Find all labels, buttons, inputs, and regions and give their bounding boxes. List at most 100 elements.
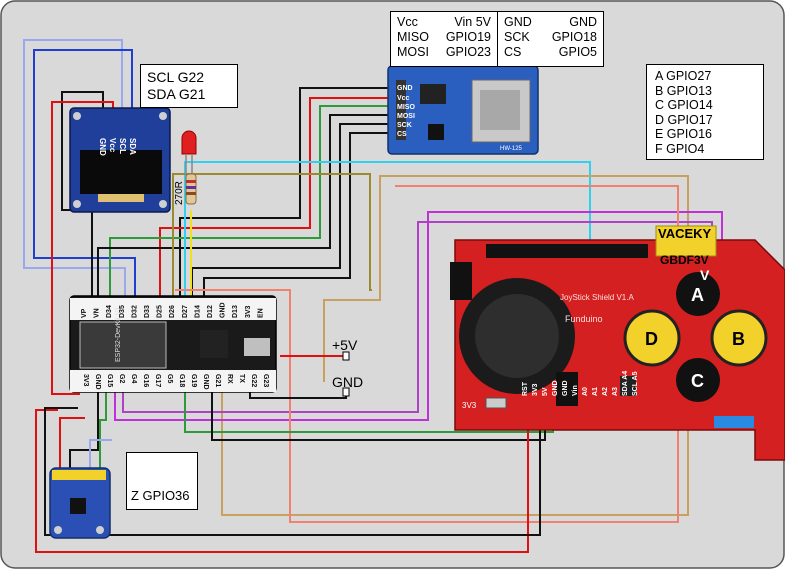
esp32-pin-g21: G21 [214,374,221,387]
oled-sda-label: SDA G21 [147,86,206,102]
esp32-pin-d26: D26 [169,305,176,318]
oled-pin-vcc: Vcc [108,138,117,153]
wire-olive [172,173,372,298]
esp32-pin-d34: D34 [106,305,113,318]
shield-side-header [450,262,472,300]
shield-pin-gnd: GND [562,380,569,396]
button-e-mapping: E GPIO16 [655,127,712,141]
button-d[interactable]: D [623,309,681,367]
sd-pin-sck: SCK [397,122,412,129]
shield-pin-vin: Vin [572,385,579,396]
esp32-pin-d32: D32 [131,305,138,318]
gyro-pinout-box: Z GPIO36 [126,452,198,510]
gyro-module [49,467,111,539]
shield-pin-a3: A3 [612,387,619,396]
esp32-pin-d13: D13 [232,305,239,318]
oled-screen [80,150,162,194]
button-b[interactable]: B [710,309,768,367]
esp32-pin-g5: G5 [166,374,173,383]
sd-pin-cs: CS [397,131,407,138]
sd-pin-vcc: Vcc [397,95,410,102]
sd-pin-gpio: GND [569,15,597,29]
shield-title: JoyStick Shield V1.A [560,293,634,302]
esp32-pin-g16: G16 [142,374,149,387]
shield-pin-rst: RST [522,381,529,396]
wire-scl [23,39,126,298]
esp32-pin-g22: G22 [250,374,257,387]
esp32-pin-g23: G23 [262,374,269,387]
esp32-pin-tx: TX [238,374,245,383]
sd-pin-gpio: GPIO23 [445,45,491,59]
sd-row: GND GND [504,15,597,30]
esp32-pin-d14: D14 [194,305,201,318]
button-c-mapping: C GPIO14 [655,98,713,112]
wire-miso [109,105,388,298]
sd-pin-name: SCK [504,30,530,44]
esp32-pin-d12: D12 [207,305,214,318]
wire-sd-gnd [179,87,388,298]
wire-magenta [114,211,723,421]
esp32-pin-3v3: 3V3 [82,374,89,387]
shield-top-header [486,244,648,258]
oled-display: GND Vcc SCL SDA [69,107,171,213]
sd-pin-mosi: MOSI [397,113,415,120]
esp32-pin-gnd: GND [94,374,101,390]
sd-row: CS GPIO5 [504,45,597,60]
button-a-mapping: A GPIO27 [655,69,712,83]
esp32-pin-g4: G4 [130,374,137,383]
shield-switch[interactable] [485,397,507,409]
shield-pin-gnd: GND [552,380,559,396]
wire-cyan [184,161,591,298]
esp32-pin-en: EN [257,308,264,318]
resistor: 270R [174,173,197,205]
button-b-mapping: B GPIO13 [655,83,712,98]
joystick-knob[interactable] [475,294,559,378]
sd-pin-gpio: GPIO5 [558,45,597,59]
shield-header-label: VACEKY [658,226,712,241]
wire-gyro-gnd [44,407,541,536]
shield-pin-scl-a5: SCL A5 [632,371,639,396]
wire-gyro-black [69,392,99,470]
wire-oled-gnd [61,91,104,298]
wire-salmon [175,185,679,523]
shield-pin-a0: A0 [582,387,589,396]
esp32-pin-d27: D27 [182,305,189,318]
shield-pin-a1: A1 [592,387,599,396]
sd-pin-name: CS [504,45,522,59]
wire-sda [33,49,136,298]
esp32-pin-d35: D35 [119,305,126,318]
esp32-pin-gnd: GND [220,302,227,318]
wire-red-bottom [35,409,529,553]
wire-gyro-lightblue [89,439,112,470]
sd-pin-gpio: Vin 5V [454,15,491,29]
esp32-pin-d33: D33 [144,305,151,318]
shield-pin-3v3: 3V3 [532,383,539,396]
button-a[interactable]: A [676,272,720,316]
sd-pin-gpio: GPIO18 [551,30,597,44]
oled-pin-scl: SCL [118,138,127,154]
button-c[interactable]: C [676,358,720,402]
sd-pin-name: GND [504,15,532,29]
wire-violet [122,221,713,413]
oled-pins: GND Vcc SCL SDA [98,138,137,156]
esp32-pin-d25: D25 [157,305,164,318]
esp32-pin-g19: G19 [190,374,197,387]
button-d-label: D [645,329,658,349]
esp32-pin-g17: G17 [154,374,161,387]
oled-pinout-box: SCL G22 SDA G21 [140,64,238,108]
shield-yellow-header [655,225,717,257]
wire-mosi [97,114,388,298]
shield-pin-5v: 5V [542,387,549,396]
esp32-pin-rx: RX [226,374,233,384]
button-pinout-box: A GPIO27 B GPIO13 C GPIO14 D GPIO17 E GP… [646,64,764,160]
oled-pin-sda: SDA [128,138,137,155]
sd-pin-name: MOSI [397,45,429,59]
